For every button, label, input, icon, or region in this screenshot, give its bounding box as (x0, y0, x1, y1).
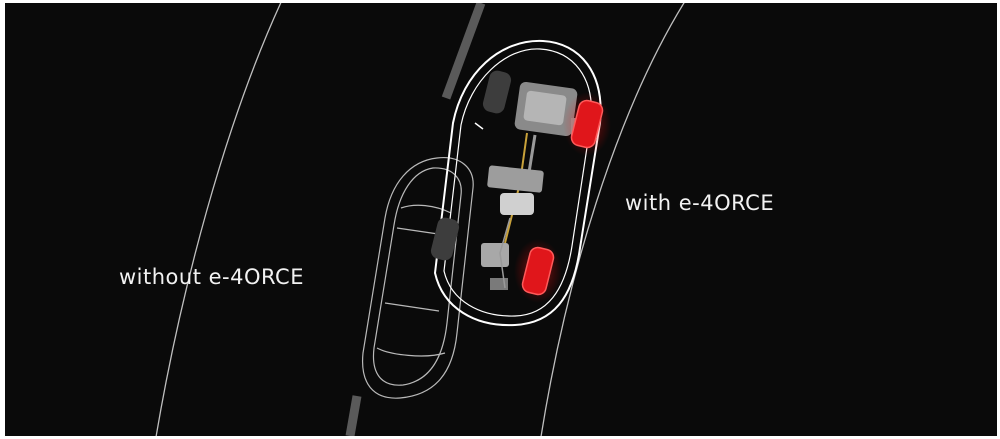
highlight-tire-rear-right (514, 239, 562, 303)
road-edge-right (540, 3, 687, 436)
diagram-canvas (5, 3, 997, 436)
highlight-tire-front-right (563, 92, 611, 156)
tire-rear-left (429, 216, 461, 262)
illustration-frame: with e-4ORCE without e-4ORCE (5, 3, 997, 436)
car-without-e4orce-outline (363, 158, 474, 399)
tire-front-left (481, 69, 513, 115)
lane-marking-bottom (350, 396, 357, 436)
lane-marking-top (446, 3, 481, 98)
label-without-e4orce: without e-4ORCE (119, 265, 304, 289)
label-with-e4orce: with e-4ORCE (625, 191, 774, 215)
road-edge-left (155, 3, 283, 436)
